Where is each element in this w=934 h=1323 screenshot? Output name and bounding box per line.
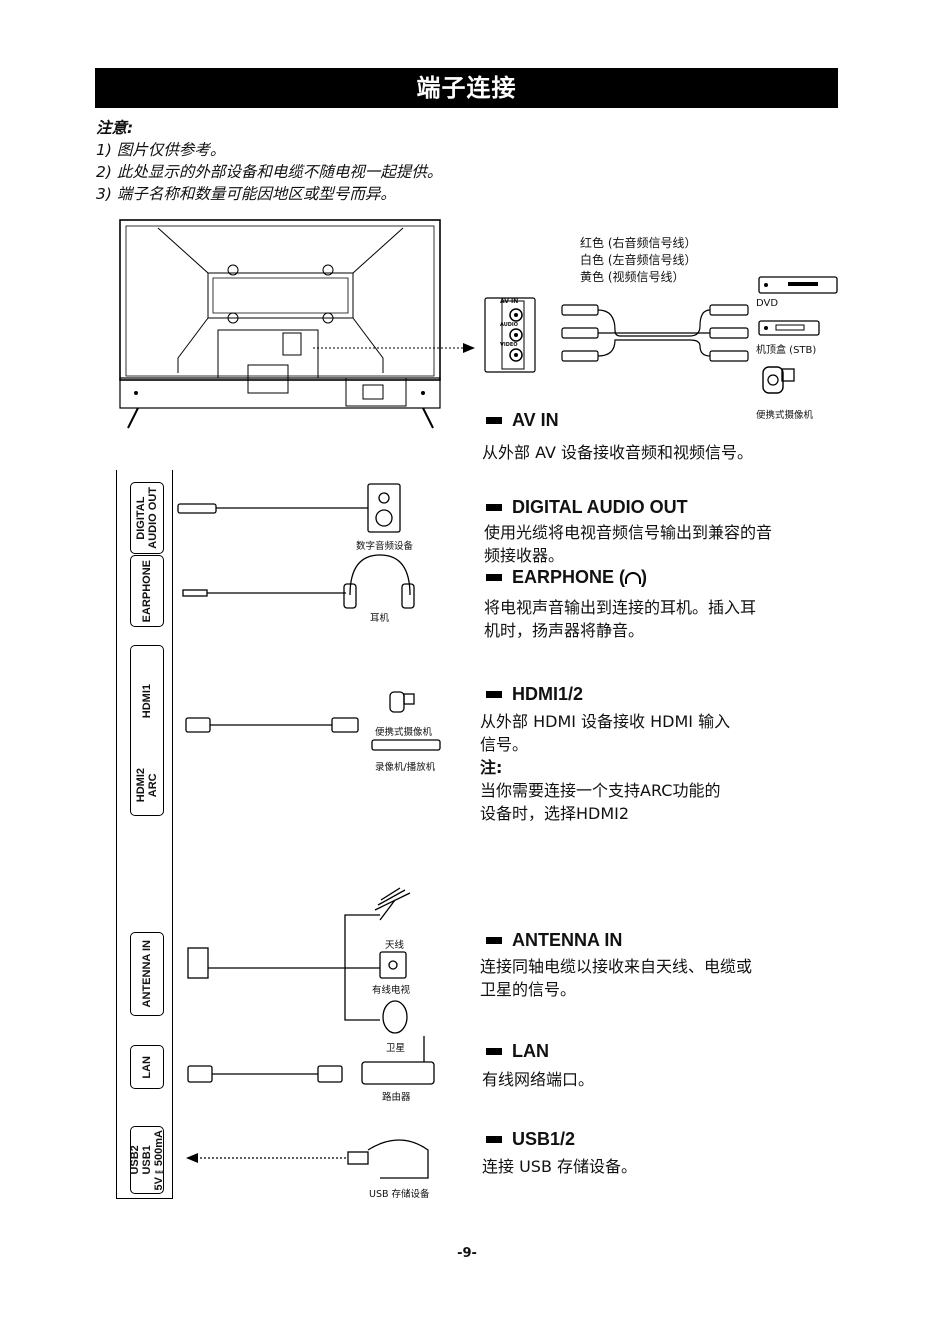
av-in-jack-label: AV IN — [500, 298, 519, 305]
audio-jack-label: AUDIO — [500, 322, 519, 328]
section-digital-audio-body: 使用光缆将电视音频信号输出到兼容的音 频接收器。 — [484, 523, 773, 565]
port-hdmi1: HDMI1 — [130, 645, 164, 756]
port-earphone: EARPHONE — [130, 555, 164, 627]
tv-back-illustration — [119, 219, 475, 429]
yellow-cable-label: 黄色 (视频信号线） — [580, 270, 685, 284]
satellite-label: 卫星 — [386, 1043, 406, 1054]
port-usb: USB2 USB1 5V⎓500mA — [129, 1126, 165, 1194]
router-label: 路由器 — [382, 1092, 411, 1103]
camcorder-icon — [762, 366, 795, 394]
section-hdmi-body: 从外部 HDMI 设备接收 HDMI 输入 信号。 注: 当你需要连接一个支持A… — [480, 712, 731, 823]
red-cable-label: 红色 (右音频信号线） — [580, 236, 697, 250]
section-usb-body: 连接 USB 存储设备。 — [482, 1157, 638, 1176]
page-title: 端子连接 — [95, 68, 838, 108]
port-lan: LAN — [130, 1045, 164, 1089]
page-number: -9- — [457, 1246, 477, 1261]
bullet-mark — [486, 1048, 502, 1055]
antenna-label: 天线 — [385, 940, 405, 951]
section-av-in-title: AV IN — [486, 410, 559, 431]
digital-audio-device-label: 数字音频设备 — [356, 541, 414, 552]
section-earphone-body: 将电视声音输出到连接的耳机。插入耳 机时，扬声器将静音。 — [484, 598, 757, 640]
bullet-mark — [486, 691, 502, 698]
section-antenna-body: 连接同轴电缆以接收来自天线、电缆或 卫星的信号。 — [480, 957, 753, 999]
port-antenna-in: ANTENNA IN — [130, 932, 164, 1016]
section-av-in-body: 从外部 AV 设备接收音频和视频信号。 — [482, 443, 754, 462]
section-earphone-title: EARPHONE () — [486, 567, 647, 588]
bullet-mark — [486, 574, 502, 581]
bullet-mark — [486, 417, 502, 424]
bullet-mark — [486, 1136, 502, 1143]
side-port-panel — [116, 470, 173, 1199]
camcorder-label: 便携式摄像机 — [375, 727, 433, 738]
headphone-icon — [625, 572, 642, 584]
hdmi-note-heading: 注: — [480, 758, 503, 777]
section-digital-audio-title: DIGITAL AUDIO OUT — [486, 497, 688, 518]
port-hdmi2: HDMI2 ARC — [130, 755, 164, 816]
stb-label: 机顶盒 (STB) — [756, 345, 817, 356]
section-hdmi-title: HDMI1/2 — [486, 684, 583, 705]
bullet-mark — [486, 937, 502, 944]
av-jack-panel — [484, 297, 536, 373]
usb-storage-label: USB 存储设备 — [369, 1189, 430, 1200]
bullet-mark — [486, 504, 502, 511]
set-top-box-icon — [758, 320, 820, 336]
section-antenna-title: ANTENNA IN — [486, 930, 622, 951]
section-lan-body: 有线网络端口。 — [482, 1070, 595, 1089]
note-item-3: 3) 端子名称和数量可能因地区或型号而异。 — [96, 185, 396, 203]
dvd-player-icon — [758, 276, 838, 294]
earphone-label: 耳机 — [370, 613, 390, 624]
section-usb-title: USB1/2 — [486, 1129, 575, 1150]
cable-tv-label: 有线电视 — [372, 985, 411, 996]
notes-heading: 注意: — [96, 119, 134, 137]
camcorder-label-av: 便携式摄像机 — [756, 410, 814, 421]
section-lan-title: LAN — [486, 1041, 549, 1062]
white-cable-label: 白色 (左音频信号线） — [580, 253, 697, 267]
note-item-1: 1) 图片仅供参考。 — [96, 141, 226, 159]
recorder-label: 录像机/播放机 — [375, 762, 436, 773]
av-rca-cables — [561, 304, 749, 362]
video-jack-label: VIDEO — [500, 342, 518, 348]
port-digital-audio-out: DIGITAL AUDIO OUT — [130, 482, 164, 554]
note-item-2: 2) 此处显示的外部设备和电缆不随电视一起提供。 — [96, 163, 443, 181]
dvd-label: DVD — [756, 298, 779, 309]
